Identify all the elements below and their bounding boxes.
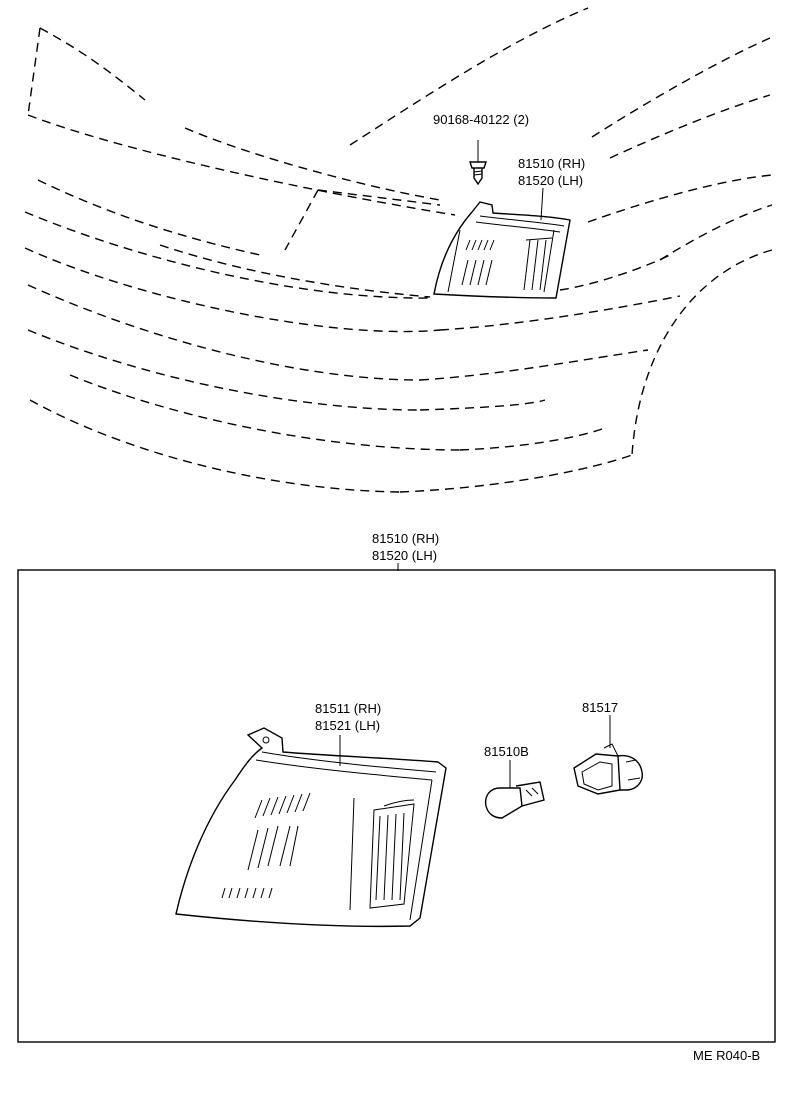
- corner-lamp-lh-label: 81520 (LH): [518, 173, 583, 188]
- corner-lamp-rh-label: 81510 (RH): [518, 156, 585, 171]
- screw-icon: [469, 140, 487, 186]
- bulb-icon: [484, 781, 545, 819]
- lens-housing-icon: [175, 727, 447, 928]
- vehicle-body-outline: [24, 7, 773, 493]
- assembly-lh-label: 81520 (LH): [372, 548, 437, 563]
- socket-icon: [573, 743, 643, 795]
- lens-rh-label: 81511 (RH): [315, 701, 381, 716]
- socket-part-label: 81517: [582, 700, 618, 715]
- screw-part-label: 90168-40122 (2): [433, 112, 529, 127]
- lens-lh-label: 81521 (LH): [315, 718, 380, 733]
- installed-corner-lamp-icon: [433, 187, 571, 299]
- assembly-frame: [17, 569, 776, 1043]
- assembly-rh-label: 81510 (RH): [372, 531, 439, 546]
- diagram-reference-code: ME R040-B: [693, 1048, 760, 1063]
- bulb-part-label: 81510B: [484, 744, 529, 759]
